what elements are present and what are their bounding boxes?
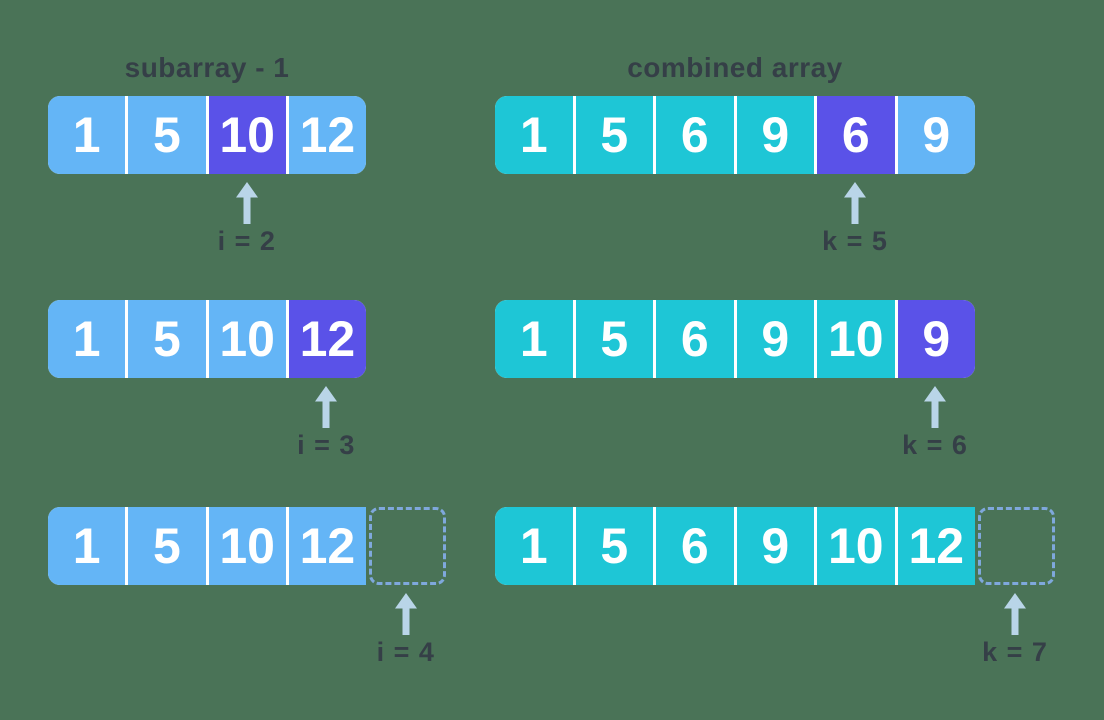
cell-value: 12 bbox=[299, 311, 356, 367]
cell-value: 1 bbox=[72, 311, 101, 367]
array-cell: 1 bbox=[48, 507, 126, 585]
cell-value: 5 bbox=[152, 518, 181, 574]
cell-value: 6 bbox=[841, 107, 870, 163]
pointer-label: k = 5 bbox=[822, 226, 888, 256]
cell-value: 6 bbox=[680, 518, 709, 574]
array-cell: 9 bbox=[736, 300, 814, 378]
cell-value: 1 bbox=[72, 107, 101, 163]
array-cell: 1 bbox=[495, 507, 573, 585]
cell-value: 6 bbox=[680, 311, 709, 367]
array-cell: 12 bbox=[288, 96, 366, 174]
up-arrow-icon bbox=[923, 386, 947, 428]
cell-value: 10 bbox=[219, 311, 275, 367]
cell-value: 1 bbox=[519, 518, 548, 574]
array-cell: 1 bbox=[48, 96, 126, 174]
array-cell: 12 bbox=[288, 507, 366, 585]
array-cell: 10 bbox=[817, 300, 895, 378]
array-cell: 12 bbox=[288, 300, 366, 378]
cell-value: 9 bbox=[922, 107, 951, 163]
cell-value: 5 bbox=[152, 311, 181, 367]
up-arrow-icon bbox=[394, 593, 418, 635]
cell-value: 12 bbox=[299, 518, 356, 574]
cell-value: 1 bbox=[519, 311, 548, 367]
pointer-label: i = 3 bbox=[297, 430, 356, 460]
cell-value: 9 bbox=[761, 311, 790, 367]
cell-value: 10 bbox=[219, 518, 275, 574]
pointer-label: i = 2 bbox=[217, 226, 276, 256]
cell-value: 10 bbox=[827, 518, 884, 574]
cell-value: 6 bbox=[680, 107, 709, 163]
array-cell: 1 bbox=[48, 300, 126, 378]
up-arrow-icon bbox=[235, 182, 259, 224]
pointer-label: k = 7 bbox=[982, 637, 1048, 667]
cell-value: 5 bbox=[152, 107, 181, 163]
array-cell: 6 bbox=[817, 96, 895, 174]
array-cell: 5 bbox=[575, 507, 653, 585]
cell-value: 12 bbox=[299, 107, 356, 163]
up-arrow-icon bbox=[843, 182, 867, 224]
array-cell: 5 bbox=[128, 96, 206, 174]
pointer-label: k = 6 bbox=[902, 430, 968, 460]
array-cell: 6 bbox=[656, 300, 734, 378]
cell-value: 5 bbox=[600, 518, 629, 574]
array-cell: 10 bbox=[208, 507, 286, 585]
array-cell: 5 bbox=[128, 300, 206, 378]
array-cell: 10 bbox=[817, 507, 895, 585]
array-cell: 10 bbox=[208, 300, 286, 378]
array-cell: 12 bbox=[897, 507, 975, 585]
cell-value: 1 bbox=[519, 107, 548, 163]
up-arrow-icon bbox=[314, 386, 338, 428]
cell-value: 12 bbox=[908, 518, 965, 574]
cell-value: 1 bbox=[72, 518, 101, 574]
array-cell: 9 bbox=[897, 96, 975, 174]
left-column-title: subarray - 1 bbox=[124, 52, 290, 83]
right-column-title: combined array bbox=[627, 52, 843, 83]
cell-value: 10 bbox=[219, 107, 275, 163]
empty-slot bbox=[978, 507, 1055, 585]
array-cell: 5 bbox=[575, 96, 653, 174]
cell-value: 9 bbox=[761, 518, 790, 574]
array-cell: 1 bbox=[495, 300, 573, 378]
cell-value: 5 bbox=[600, 107, 629, 163]
array-cell: 9 bbox=[897, 300, 975, 378]
cell-value: 10 bbox=[827, 311, 884, 367]
array-cell: 5 bbox=[575, 300, 653, 378]
array-cell: 9 bbox=[736, 96, 814, 174]
array-cell: 9 bbox=[736, 507, 814, 585]
array-cell: 1 bbox=[495, 96, 573, 174]
pointer-label: i = 4 bbox=[376, 637, 435, 667]
up-arrow-icon bbox=[1003, 593, 1027, 635]
array-cell: 10 bbox=[208, 96, 286, 174]
array-cell: 6 bbox=[656, 507, 734, 585]
cell-value: 9 bbox=[922, 311, 951, 367]
cell-value: 9 bbox=[761, 107, 790, 163]
empty-slot bbox=[369, 507, 446, 585]
array-cell: 6 bbox=[656, 96, 734, 174]
array-cell: 5 bbox=[128, 507, 206, 585]
cell-value: 5 bbox=[600, 311, 629, 367]
